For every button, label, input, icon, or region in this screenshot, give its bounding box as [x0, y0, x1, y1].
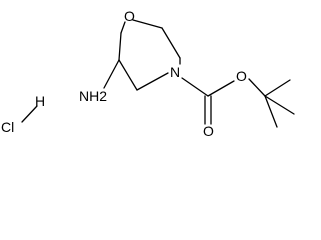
bond-c-nh2 — [103, 59, 120, 89]
carbonyl-oxygen-label: O — [203, 123, 214, 139]
ring-oxygen-label: O — [124, 8, 135, 24]
bond-chnh2-ch2-left — [118, 32, 122, 61]
bond-n-carbonyl — [181, 77, 209, 97]
chemical-structure: O N NH2 O O Cl H — [1, 8, 295, 139]
bond-ch2-chnh2 — [118, 59, 138, 91]
chlorine-label: Cl — [1, 119, 14, 135]
hydrogen-label: H — [35, 93, 45, 109]
bond-ch2-o-left — [120, 21, 126, 34]
bond-h-cl — [21, 105, 38, 123]
bonds — [21, 19, 295, 128]
ester-oxygen-label: O — [236, 68, 247, 84]
bond-tbu-methyl-top — [264, 79, 291, 97]
bond-carbonyl-o-ester — [207, 80, 235, 97]
bond-tbu-methyl-bottom — [264, 95, 278, 128]
bond-tbu-methyl-right — [264, 95, 295, 115]
ring-nitrogen-label: N — [170, 64, 180, 80]
amine-label: NH2 — [79, 88, 107, 104]
bond-o-quaternary-c — [248, 78, 266, 97]
bond-o-ch2-top — [132, 19, 163, 29]
bond-n-ch2-bottom — [136, 72, 169, 91]
bond-ch2-ch2-right — [161, 27, 181, 59]
atom-labels: O N NH2 O O Cl H — [1, 8, 247, 139]
